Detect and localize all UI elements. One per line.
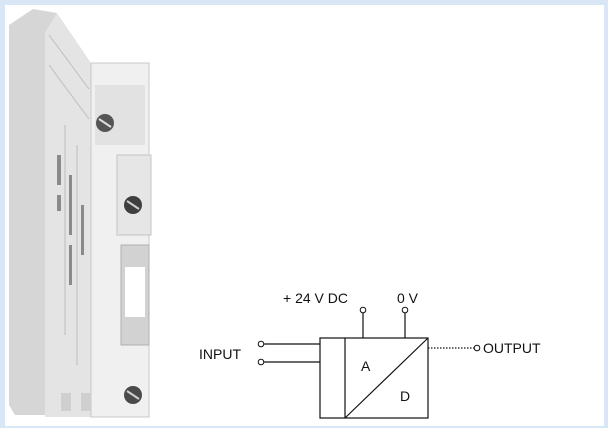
supply-positive-label: + 24 V DC <box>283 290 348 306</box>
supply-positive-terminal <box>359 306 367 314</box>
block-a-label: A <box>361 358 371 374</box>
block-d-label: D <box>400 388 410 404</box>
output-label: OUTPUT <box>483 340 541 356</box>
input-terminal-2 <box>257 358 265 366</box>
output-terminal <box>473 344 481 352</box>
converter-box <box>319 337 429 419</box>
supply-zero-label: 0 V <box>397 290 419 306</box>
module-photo <box>5 5 160 426</box>
input-label: INPUT <box>199 346 241 362</box>
ad-diagonal <box>344 337 429 419</box>
input-terminal-1 <box>257 340 265 348</box>
supply-zero-terminal <box>401 306 409 314</box>
